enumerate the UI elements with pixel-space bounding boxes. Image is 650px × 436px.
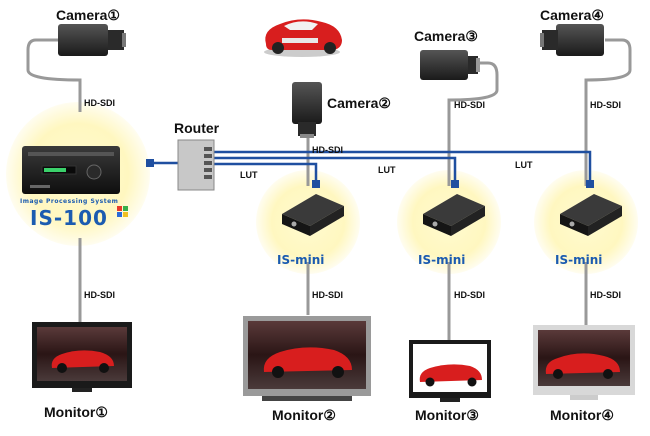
lut-network-lines (150, 150, 592, 186)
is-mini-label-3: IS-mini (555, 253, 603, 267)
is-mini-unit-2 (423, 194, 485, 236)
monitor-1-label: Monitor① (44, 404, 108, 420)
monitor-3 (409, 340, 491, 402)
lut-connectors (146, 159, 594, 188)
hd-sdi-cables (26, 38, 632, 340)
processor-subtitle: Image Processing System (20, 198, 119, 205)
hd-sdi-label-monitor-2: HD-SDI (312, 290, 343, 300)
hd-sdi-label-monitor-4: HD-SDI (590, 290, 621, 300)
lut-label-1: LUT (240, 170, 258, 180)
monitor-3-label: Monitor③ (415, 407, 479, 423)
hd-sdi-label-camera-3: HD-SDI (454, 100, 485, 110)
hd-sdi-label-camera-1: HD-SDI (84, 98, 115, 108)
camera-1-label: Camera① (56, 7, 120, 23)
camera-4-label: Camera④ (540, 7, 604, 23)
router-label: Router (174, 120, 220, 136)
monitor-4 (533, 325, 635, 400)
camera-1 (58, 24, 126, 56)
is-mini-unit-1 (282, 194, 344, 236)
is-mini-label-2: IS-mini (418, 253, 466, 267)
hd-sdi-label-monitor-1: HD-SDI (84, 290, 115, 300)
is-mini-unit-3 (560, 194, 622, 236)
camera-2-label: Camera② (327, 95, 391, 111)
monitor-2-label: Monitor② (272, 407, 336, 423)
hd-sdi-label-camera-4: HD-SDI (590, 100, 621, 110)
monitor-2 (243, 316, 371, 401)
is-100-unit (22, 146, 128, 217)
lut-label-3: LUT (515, 160, 533, 170)
camera-4 (540, 24, 604, 56)
monitor-4-label: Monitor④ (550, 407, 614, 423)
processor-model: IS-100 (30, 206, 108, 230)
hd-sdi-label-camera-2: HD-SDI (312, 145, 343, 155)
lut-label-2: LUT (378, 165, 396, 175)
camera-3-label: Camera③ (414, 28, 478, 44)
monitor-1 (32, 322, 132, 392)
is-mini-label-1: IS-mini (277, 253, 325, 267)
car-illustration (264, 19, 342, 57)
hd-sdi-label-monitor-3: HD-SDI (454, 290, 485, 300)
router-device (177, 139, 215, 191)
camera-3 (420, 50, 480, 80)
camera-2 (292, 82, 322, 138)
